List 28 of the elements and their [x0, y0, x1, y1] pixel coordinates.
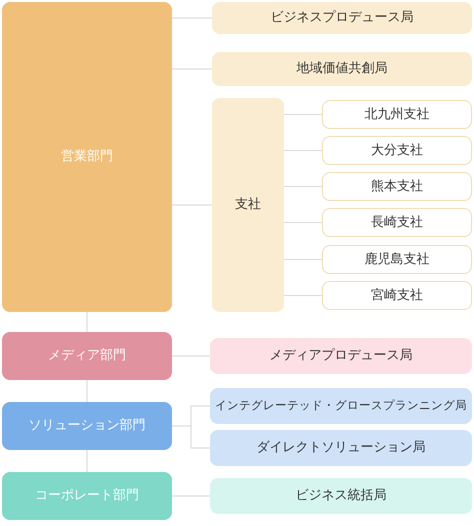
connector-line [172, 68, 212, 70]
connector-line [86, 380, 88, 402]
connector-line [86, 450, 88, 472]
branch-box: 長崎支社 [322, 208, 472, 237]
bureau-box: ビジネス統括局 [210, 478, 472, 514]
connector-line [86, 312, 88, 332]
department-box: メディア部門 [2, 332, 172, 380]
bureau-box: ダイレクトソリューション局 [210, 430, 472, 466]
bureau-box: 支社 [212, 98, 284, 312]
branch-box: 熊本支社 [322, 172, 472, 201]
connector-line [284, 114, 322, 115]
bureau-box: メディアプロデュース局 [210, 338, 472, 374]
connector-line [284, 222, 322, 223]
branch-box: 大分支社 [322, 136, 472, 165]
connector-line [284, 295, 322, 296]
branch-box: 北九州支社 [322, 100, 472, 129]
bureau-box: ビジネスプロデュース局 [212, 2, 472, 34]
connector-line [172, 204, 212, 206]
department-box: コーポレート部門 [2, 472, 172, 520]
connector-line [284, 259, 322, 260]
branch-box: 宮崎支社 [322, 281, 472, 310]
branch-box: 鹿児島支社 [322, 245, 472, 274]
connector-line [284, 150, 322, 151]
bureau-box: インテグレーテッド・グロースプランニング局 [210, 388, 472, 424]
department-box: ソリューション部門 [2, 402, 172, 450]
bureau-box: 地域価値共創局 [212, 52, 472, 86]
department-box: 営業部門 [2, 2, 172, 312]
connector-line [284, 186, 322, 187]
